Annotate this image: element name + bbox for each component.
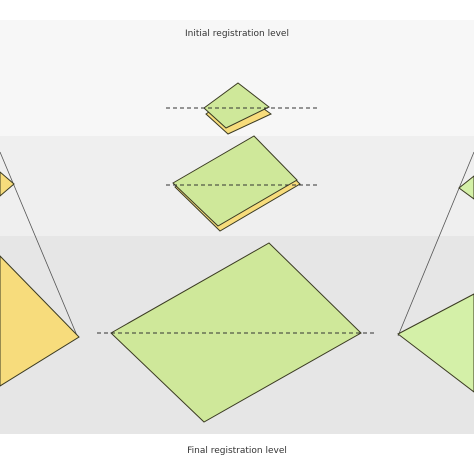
initial-level-label: Initial registration level bbox=[185, 29, 289, 39]
right-small-green-plane bbox=[458, 175, 474, 200]
right-large-green-plane bbox=[397, 293, 474, 393]
left-small-yellow-plane bbox=[0, 171, 15, 197]
top-green-plane bbox=[203, 82, 270, 129]
converge-line-right bbox=[397, 151, 474, 337]
middle-green-plane bbox=[172, 135, 298, 227]
left-large-yellow-plane bbox=[0, 255, 80, 387]
final-level-label: Final registration level bbox=[187, 446, 287, 456]
bottom-green-plane bbox=[110, 242, 362, 423]
